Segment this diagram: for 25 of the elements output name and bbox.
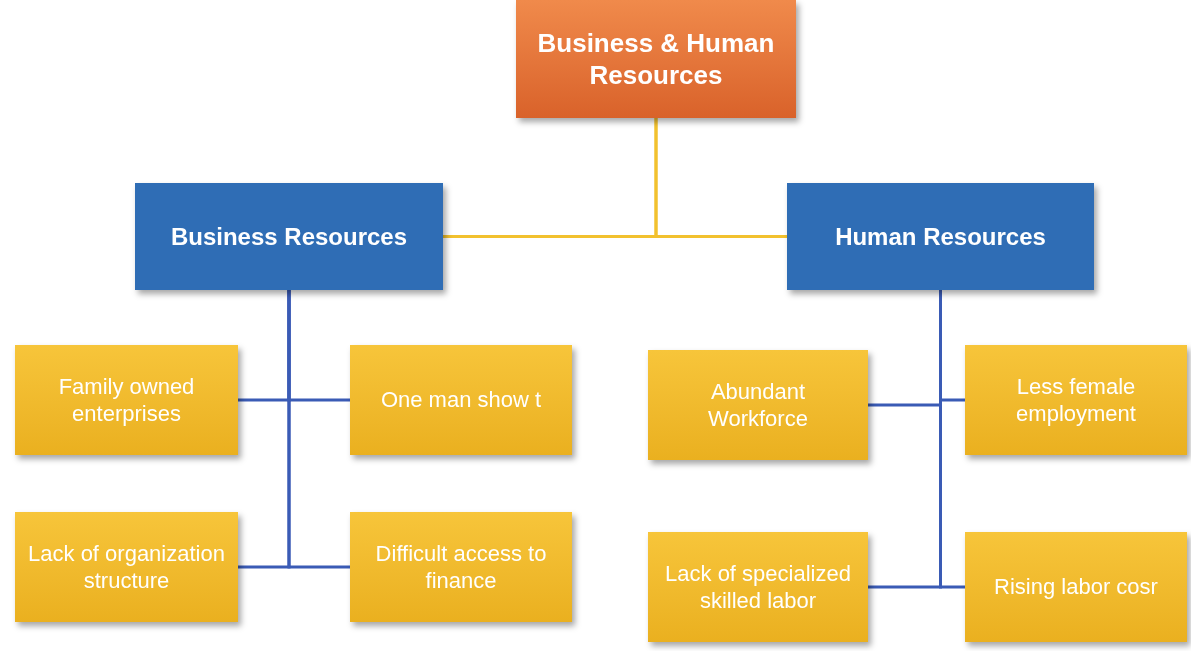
connector-line (654, 118, 787, 238)
connector-line (287, 290, 350, 569)
item-box (648, 350, 868, 460)
box-label: Business Resources (170, 221, 408, 252)
box-label: One man show t (380, 386, 542, 414)
root-box (516, 0, 796, 118)
box-label: Less female employment (1015, 372, 1137, 428)
connector-line (939, 290, 965, 589)
item-box (15, 345, 238, 455)
box-label: Human Resources (835, 221, 1046, 252)
category-box (787, 183, 1094, 290)
item-box (15, 512, 238, 622)
item-box (965, 345, 1187, 455)
category-box (135, 183, 443, 290)
box-label: Lack of organization structure (27, 539, 226, 595)
item-box (648, 532, 868, 642)
box-label: Abundant Workforce (707, 377, 809, 433)
item-box (965, 532, 1187, 642)
box-label: Lack of specialized skilled labor (664, 559, 852, 615)
box-label: Business & Human Resources (536, 26, 776, 92)
item-box (350, 512, 572, 622)
box-label: Difficult access to finance (374, 539, 548, 595)
box-label: Rising labor cosr (994, 573, 1158, 601)
item-box (350, 345, 572, 455)
box-label: Family owned enterprises (57, 372, 196, 428)
